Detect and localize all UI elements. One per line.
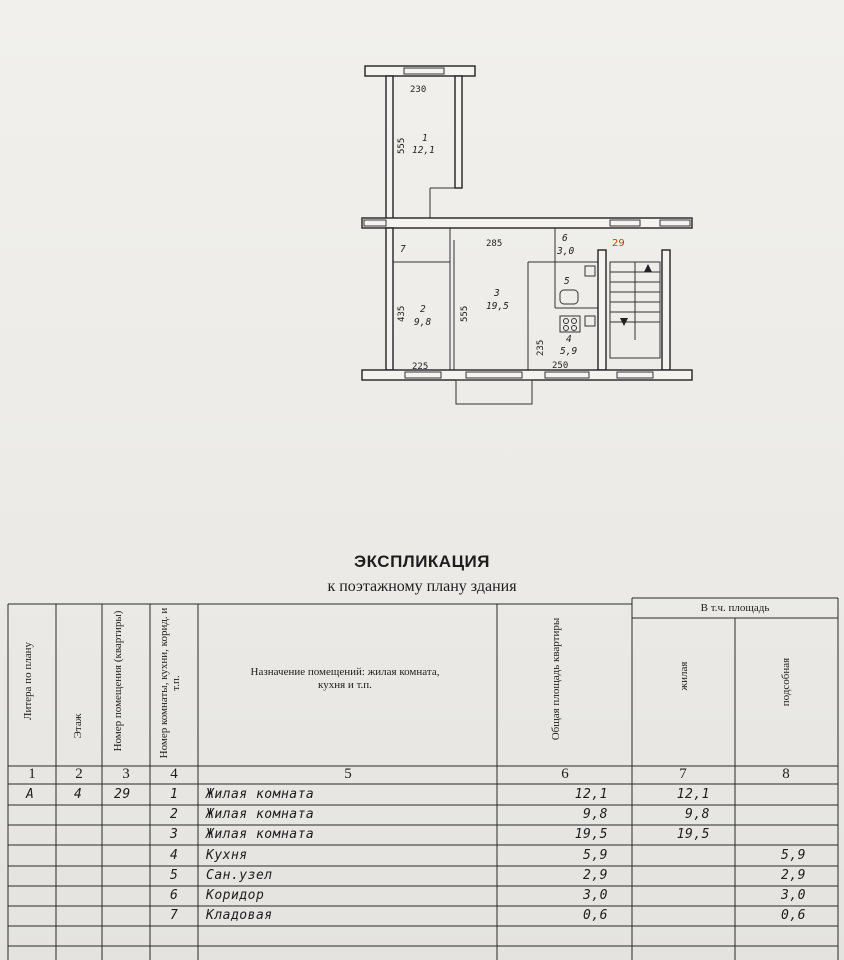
header-floor: Этаж [72,713,84,739]
cell-purpose: Коридор [206,888,265,903]
explication-table: Литера по плану Этаж Номер помещения (кв… [0,596,844,960]
cell-room: 4 [170,848,179,863]
header-living: жилая [678,661,690,691]
cell-room: 6 [170,888,179,903]
dim-435: 435 [397,306,407,322]
wall-room1-right [454,75,463,189]
dim-555-b: 555 [460,306,470,322]
cell-purpose: Жилая комната [206,827,315,842]
room3-area: 19,5 [486,301,509,312]
cell-aux: 2,9 [781,868,806,883]
wall-left [385,227,394,371]
room7-number: 7 [400,244,406,255]
cell-purpose: Жилая комната [206,807,315,822]
cell-living: 12,1 [676,787,710,802]
cell-room: 3 [170,827,179,842]
column-number-1: 1 [28,766,36,782]
wall-room1-left [385,75,394,221]
room4-area: 5,9 [560,346,577,357]
cell-litera: А [26,787,35,802]
column-number-4: 4 [170,766,178,782]
window-top [403,67,445,75]
column-number-5: 5 [344,766,352,782]
floor-plan: 230 555 1 12,1 7 285 6 3,0 29 5 435 2 9,… [361,65,693,405]
room5-number: 5 [564,276,570,287]
dim-555-a: 555 [397,138,407,154]
room3-number: 3 [493,288,500,299]
dim-225: 225 [412,362,428,372]
room1-area: 12,1 [412,145,435,156]
apartment-number-label: 29 [612,238,625,249]
cell-purpose: Сан.узел [206,868,273,883]
dim-235: 235 [536,340,546,356]
cell-total: 5,9 [583,848,608,863]
cell-aux: 3,0 [781,888,806,903]
header-litera: Литера по плану [22,642,34,720]
room2-number: 2 [420,304,426,315]
balcony [455,379,533,405]
cell-room: 1 [170,787,179,802]
cell-floor: 4 [74,787,83,802]
cell-room: 5 [170,868,179,883]
cell-total: 0,6 [583,908,608,923]
header-apartment-number: Номер помещения (квартиры) [112,610,124,752]
column-number-3: 3 [122,766,130,782]
cell-total: 19,5 [574,827,608,842]
dim-285: 285 [486,239,502,249]
column-number-7: 7 [679,766,687,782]
header-group-area: В т.ч. площадь [700,602,770,614]
cell-apartment: 29 [114,787,131,802]
cell-purpose: Кухня [206,848,248,863]
header-room-number: Номер комнаты, кухни, корид. и т.п. [158,607,182,759]
cell-living: 9,8 [685,807,710,822]
wall-top [364,65,476,77]
column-number-6: 6 [561,766,569,782]
cell-total: 12,1 [574,787,608,802]
header-total-area: Общая площадь квартиры [550,617,562,741]
cell-purpose: Кладовая [206,908,273,923]
cell-total: 9,8 [583,807,608,822]
column-number-8: 8 [782,766,790,782]
dim-230: 230 [410,85,426,95]
room1-number: 1 [422,133,428,144]
header-auxiliary: подсобная [780,657,792,707]
cell-total: 2,9 [583,868,608,883]
cell-room: 7 [170,908,179,923]
document-subtitle: к поэтажному плану здания [327,578,517,595]
cell-purpose: Жилая комната [206,787,315,802]
column-number-2: 2 [75,766,83,782]
header-purpose: Назначение помещений: жилая комната, кух… [250,666,440,691]
room4-number: 4 [566,334,572,345]
cell-living: 19,5 [676,827,710,842]
cell-aux: 5,9 [781,848,806,863]
cell-room: 2 [170,807,179,822]
table-grid [7,597,839,960]
room2-area: 9,8 [414,317,431,328]
room6-number: 6 [562,233,568,244]
dim-250: 250 [552,361,568,371]
document-title: ЭКСПЛИКАЦИЯ [354,552,490,571]
cell-total: 3,0 [583,888,608,903]
wall-middle [361,217,693,229]
cell-aux: 0,6 [781,908,806,923]
room6-area: 3,0 [556,246,574,257]
